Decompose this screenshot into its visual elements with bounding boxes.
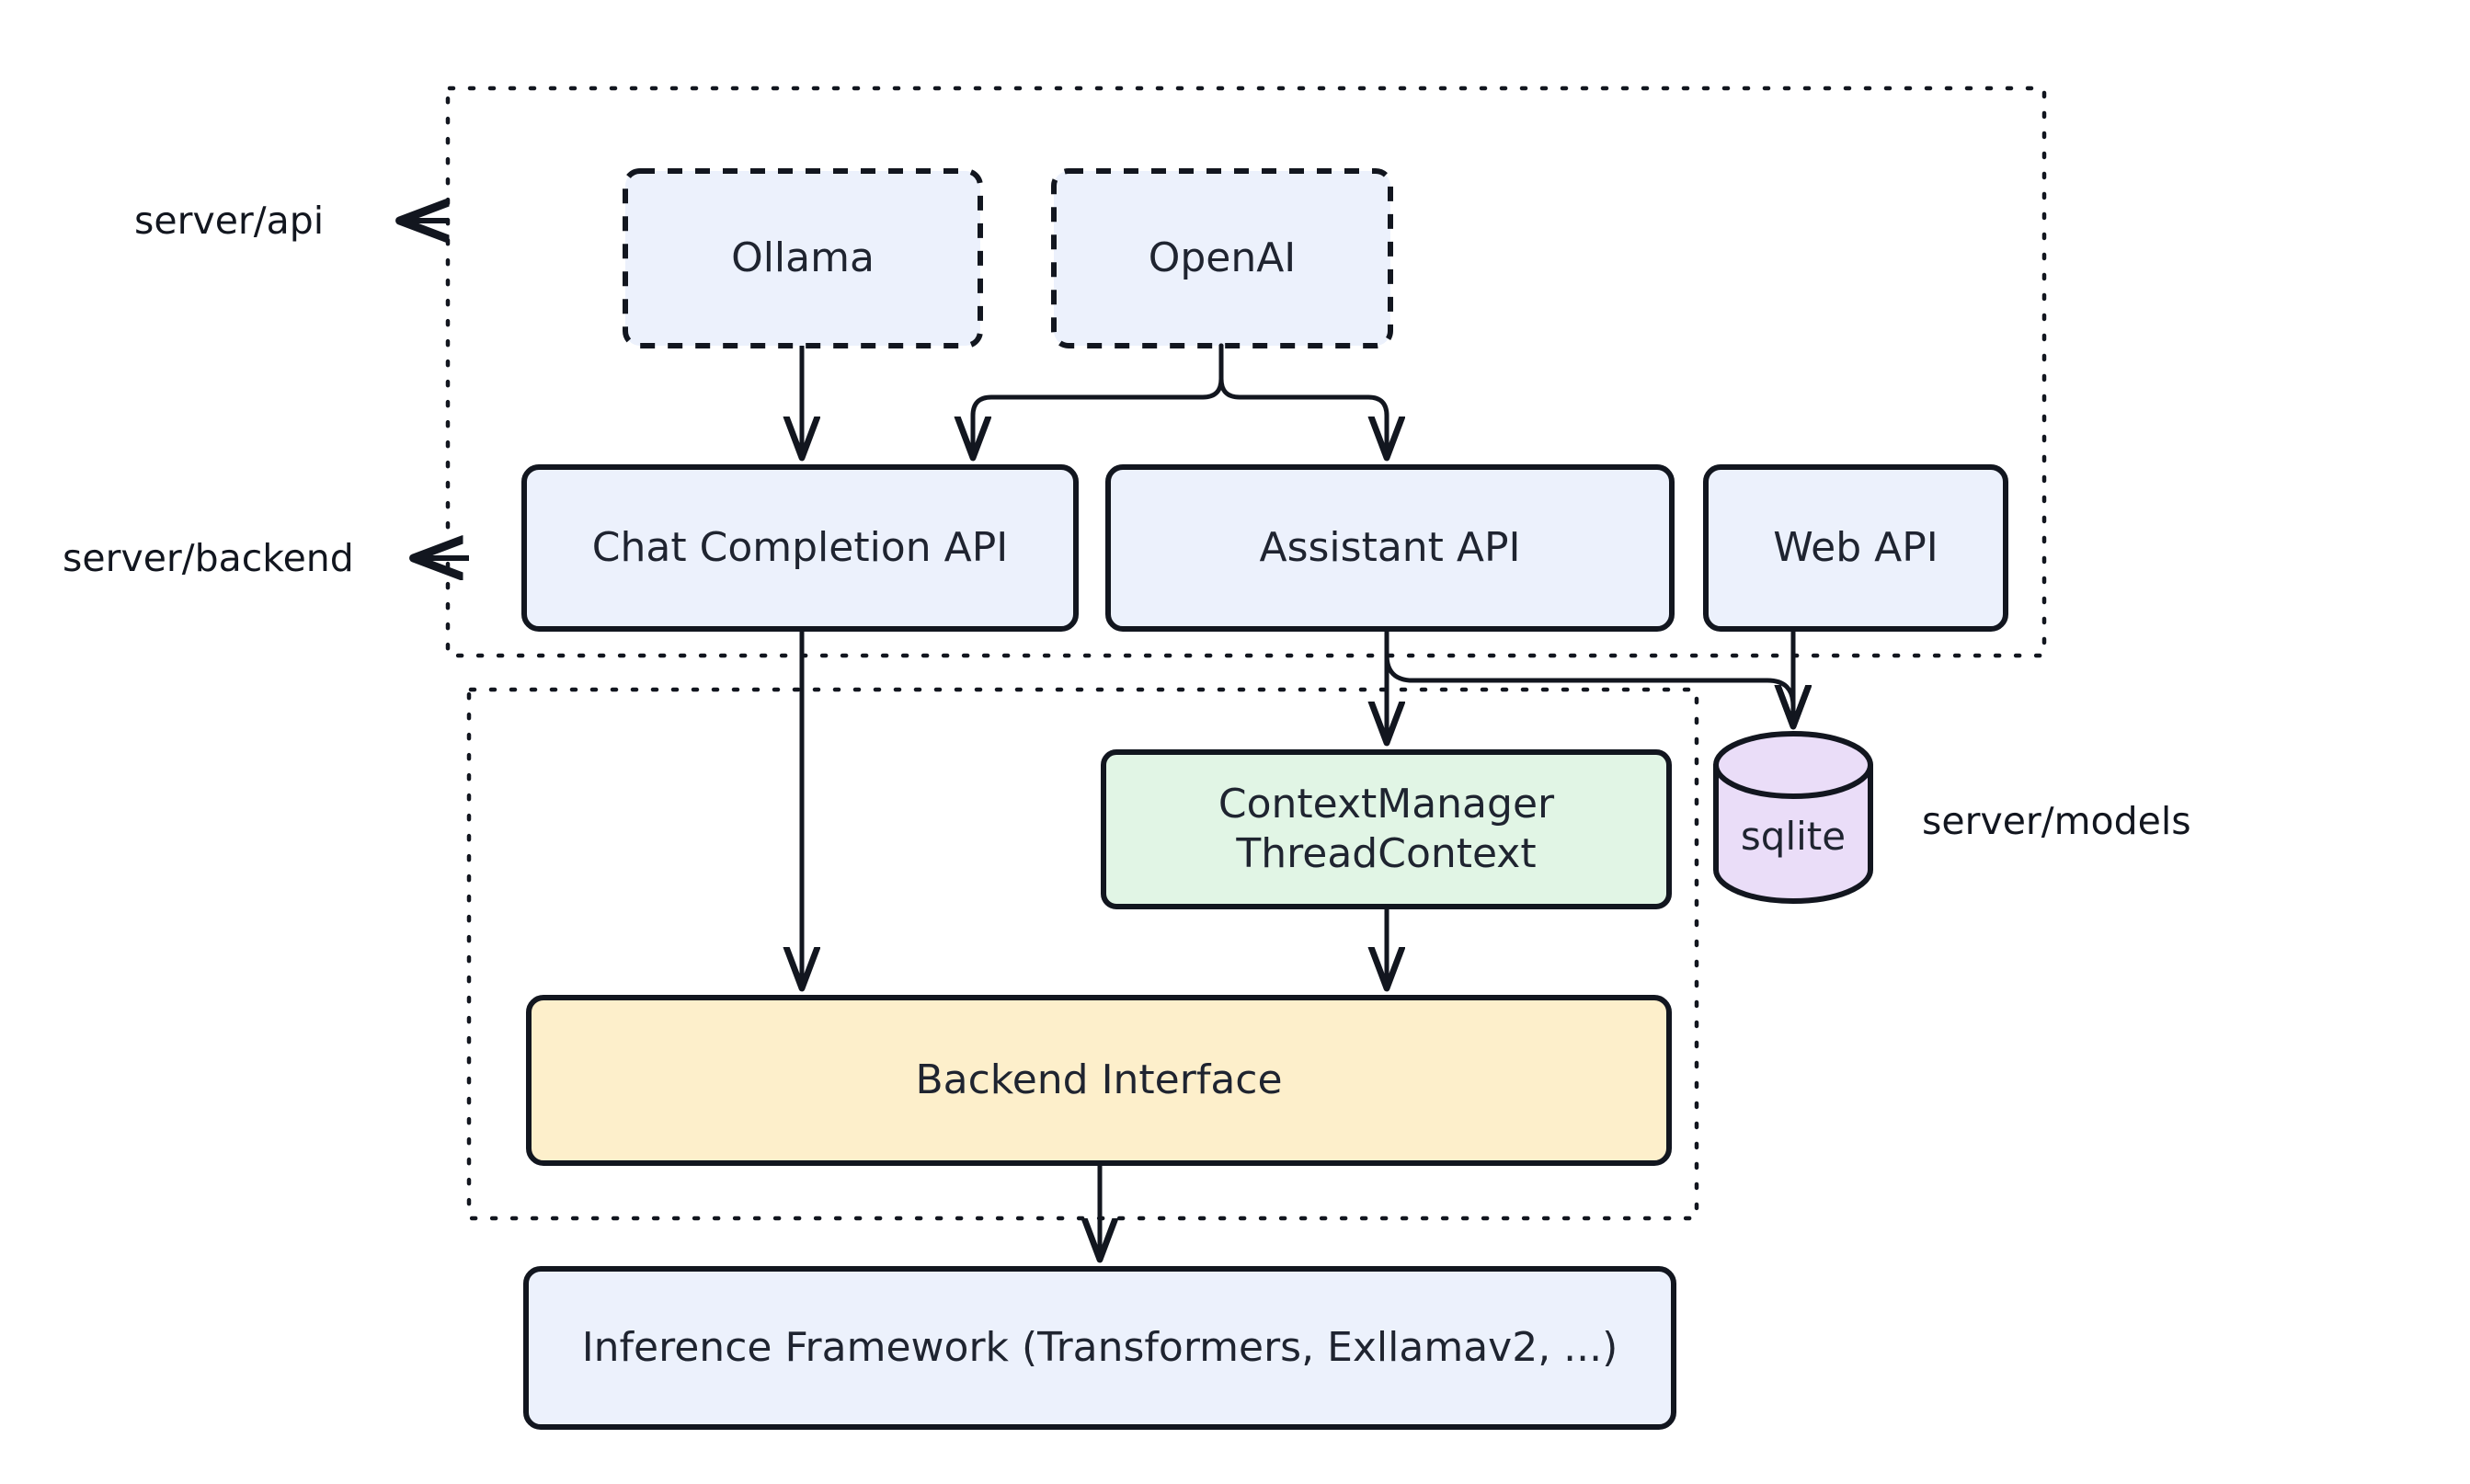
edge-assistant-api-to-sqlite [1384,626,1793,725]
group-container-api [445,86,2047,658]
group-label-server-backend: server/backend [63,536,354,580]
node-web-api[interactable] [1703,464,2008,632]
node-context-manager[interactable] [1101,749,1672,909]
node-backend-interface[interactable] [526,995,1672,1166]
group-label-server-models: server/models [1922,799,2191,843]
node-sqlite[interactable] [1713,731,1873,904]
group-label-server-api: server/api [134,199,325,243]
node-ollama[interactable] [623,168,983,348]
node-assistant-api[interactable] [1105,464,1675,632]
edge-openai-to-assistant-api [1218,343,1387,456]
node-inference-framework[interactable] [523,1266,1676,1430]
node-chat-completion-api[interactable] [521,464,1079,632]
edge-openai-to-chat-completion-api [973,343,1224,456]
node-openai[interactable] [1051,168,1393,348]
